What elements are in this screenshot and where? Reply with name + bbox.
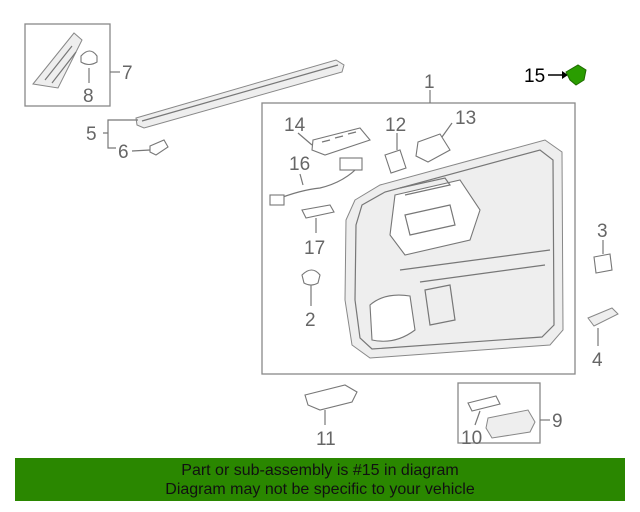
part-16-connector-a (269, 194, 285, 206)
callout-16: 16 (289, 154, 310, 175)
part-4-part (587, 307, 619, 327)
part-11-part (304, 384, 358, 411)
part-7-garnish-detail (44, 45, 77, 84)
part-7-box (24, 23, 111, 107)
part-10-leader (474, 410, 481, 426)
part-13-leader (441, 122, 453, 138)
door-grip-lines (399, 249, 551, 283)
part-15-highlighted (565, 64, 587, 86)
part-2-clip (301, 269, 321, 286)
part-16-leader (299, 173, 304, 186)
part-5-belt-molding (135, 59, 345, 129)
callout-2: 2 (305, 310, 316, 331)
part-15-arrowhead (562, 71, 568, 79)
door-handle-recess (404, 204, 456, 236)
part-5-bracket (103, 119, 138, 149)
banner-line-2: Diagram may not be specific to your vehi… (165, 481, 475, 498)
callout-8: 8 (83, 86, 94, 107)
door-pocket (369, 294, 416, 342)
part-12-switch (384, 149, 407, 174)
part-3-part (593, 253, 613, 274)
part-10-part (467, 395, 501, 412)
callout-3: 3 (597, 221, 608, 242)
callout-7: 7 (122, 63, 133, 84)
part-16-connector-b (339, 157, 363, 171)
callout-10: 10 (461, 428, 482, 449)
door-trim-inner-edge (354, 149, 555, 350)
part-16-wire-harness (274, 164, 361, 201)
callout-4: 4 (592, 350, 603, 371)
callout-17: 17 (304, 238, 325, 259)
door-upper-detail (399, 177, 452, 196)
part-7-garnish (32, 32, 83, 89)
callout-9: 9 (552, 411, 563, 432)
part-14-leader (297, 132, 313, 146)
part-6-leader (131, 149, 151, 152)
part-6-clip (149, 139, 169, 156)
callout-15: 15 (524, 66, 545, 87)
part-14-buttons (321, 131, 357, 143)
part-14-master-switch (311, 127, 371, 156)
info-banner: Part or sub-assembly is #15 in diagram D… (15, 458, 625, 501)
banner-line-1: Part or sub-assembly is #15 in diagram (181, 462, 459, 479)
callout-12: 12 (385, 115, 406, 136)
part-9-box (457, 382, 541, 444)
callout-5: 5 (86, 124, 97, 145)
callout-1: 1 (424, 72, 435, 93)
callout-14: 14 (284, 115, 306, 136)
parts-diagram: 7 8 5 6 1 12 13 14 16 17 2 3 4 (24, 23, 619, 450)
callout-11: 11 (316, 429, 336, 450)
part-5-molding-detail (141, 64, 339, 122)
part-17-part (301, 204, 335, 219)
door-armrest (389, 179, 481, 256)
callout-13: 13 (455, 108, 476, 129)
callout-6: 6 (118, 142, 129, 163)
part-1-box (261, 102, 576, 375)
door-pocket-detail (424, 284, 456, 326)
part-9-part (485, 409, 536, 439)
part-13-switch (415, 133, 451, 163)
part-8-clip (80, 50, 98, 66)
